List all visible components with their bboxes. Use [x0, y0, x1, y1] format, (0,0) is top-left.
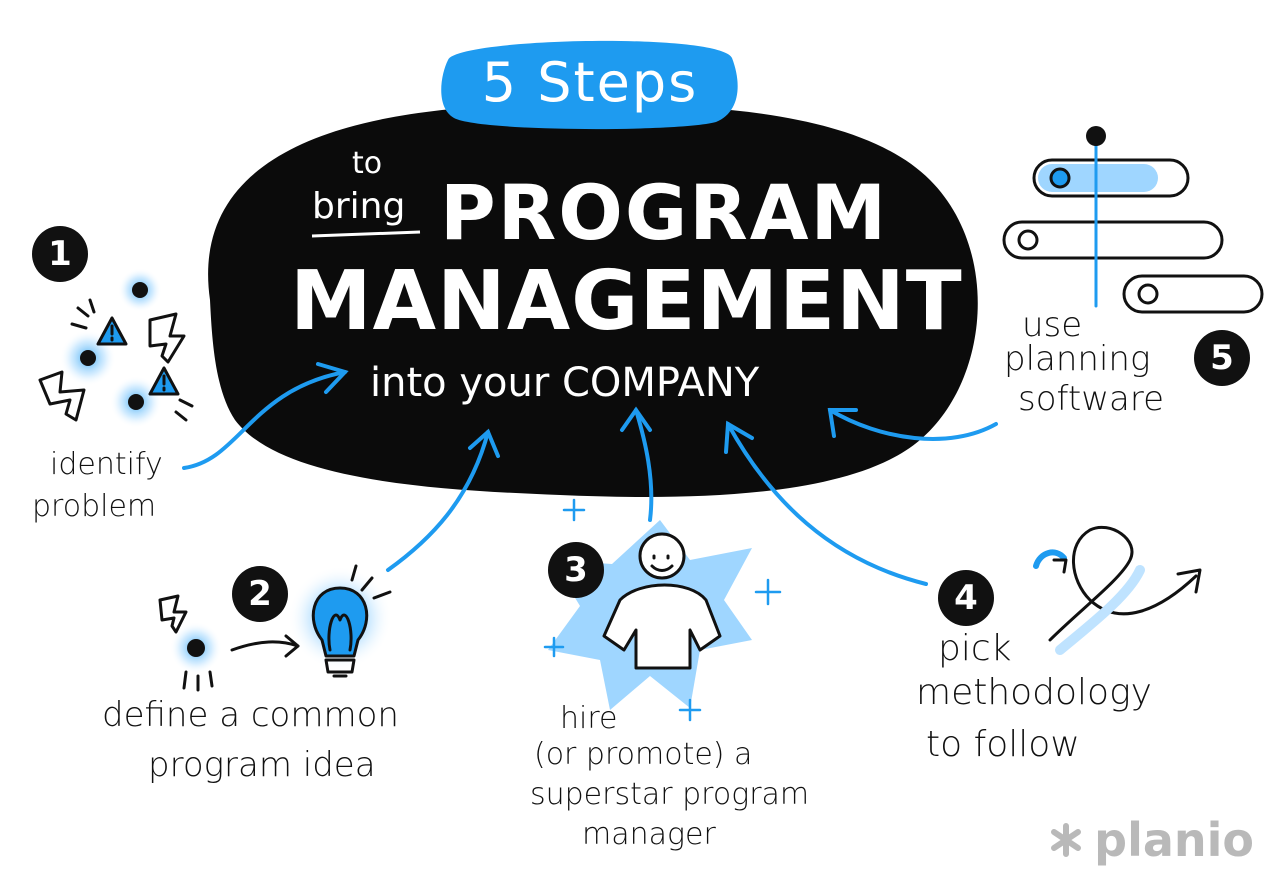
- step1-illustration: [38, 268, 194, 428]
- title-pre: to: [352, 146, 383, 181]
- step4-label-line3: to follow: [926, 724, 1080, 765]
- step5-number-badge: 5: [1194, 330, 1250, 386]
- step5-label-line1: use: [1022, 305, 1083, 345]
- title-pill: 5 Steps: [481, 50, 699, 114]
- step4-label-line2: methodology: [916, 672, 1152, 713]
- step2-number-badge: 2: [232, 566, 288, 622]
- step5-arrow: [827, 408, 998, 441]
- step1-arrow: [182, 362, 349, 470]
- step1-label-line2: problem: [32, 489, 157, 524]
- step5-label-line2: planning: [1004, 339, 1151, 379]
- title-pre2: bring: [312, 186, 406, 227]
- step3-number-badge: 3: [548, 542, 604, 598]
- step3-label-line1: hire: [560, 701, 618, 736]
- title-line3: into your COMPANY: [370, 360, 760, 406]
- step4-number-badge: 4: [938, 570, 994, 626]
- step3-label-line4: manager: [582, 817, 716, 852]
- central-blob: [208, 103, 978, 497]
- step1-label-line1: identify: [50, 447, 163, 482]
- step4-illustration: [1033, 525, 1202, 655]
- step4-arrow: [724, 420, 928, 586]
- step2-arrow: [386, 428, 500, 572]
- step5-label-line3: software: [1018, 379, 1165, 419]
- title-line2: MANAGEMENT: [290, 254, 963, 349]
- title-line1: PROGRAM: [440, 168, 889, 257]
- title-pill-shape: [441, 40, 738, 130]
- planio-logo: planio: [1094, 813, 1254, 867]
- step3-label-line3: superstar program: [530, 777, 810, 812]
- step3-label-line2: (or promote) a: [534, 737, 753, 772]
- step2-label-line2: program idea: [148, 745, 376, 785]
- step5-illustration: [1002, 126, 1264, 314]
- bring-underline: [311, 230, 421, 238]
- step2-illustration: [158, 564, 392, 692]
- step2-label-line1: define a common: [102, 695, 399, 735]
- planio-asterisk-icon: [1051, 823, 1081, 857]
- step3-illustration: [543, 498, 782, 722]
- step3-arrow: [620, 406, 654, 522]
- step1-number-badge: 1: [32, 226, 88, 282]
- step4-label-line1: pick: [938, 628, 1012, 669]
